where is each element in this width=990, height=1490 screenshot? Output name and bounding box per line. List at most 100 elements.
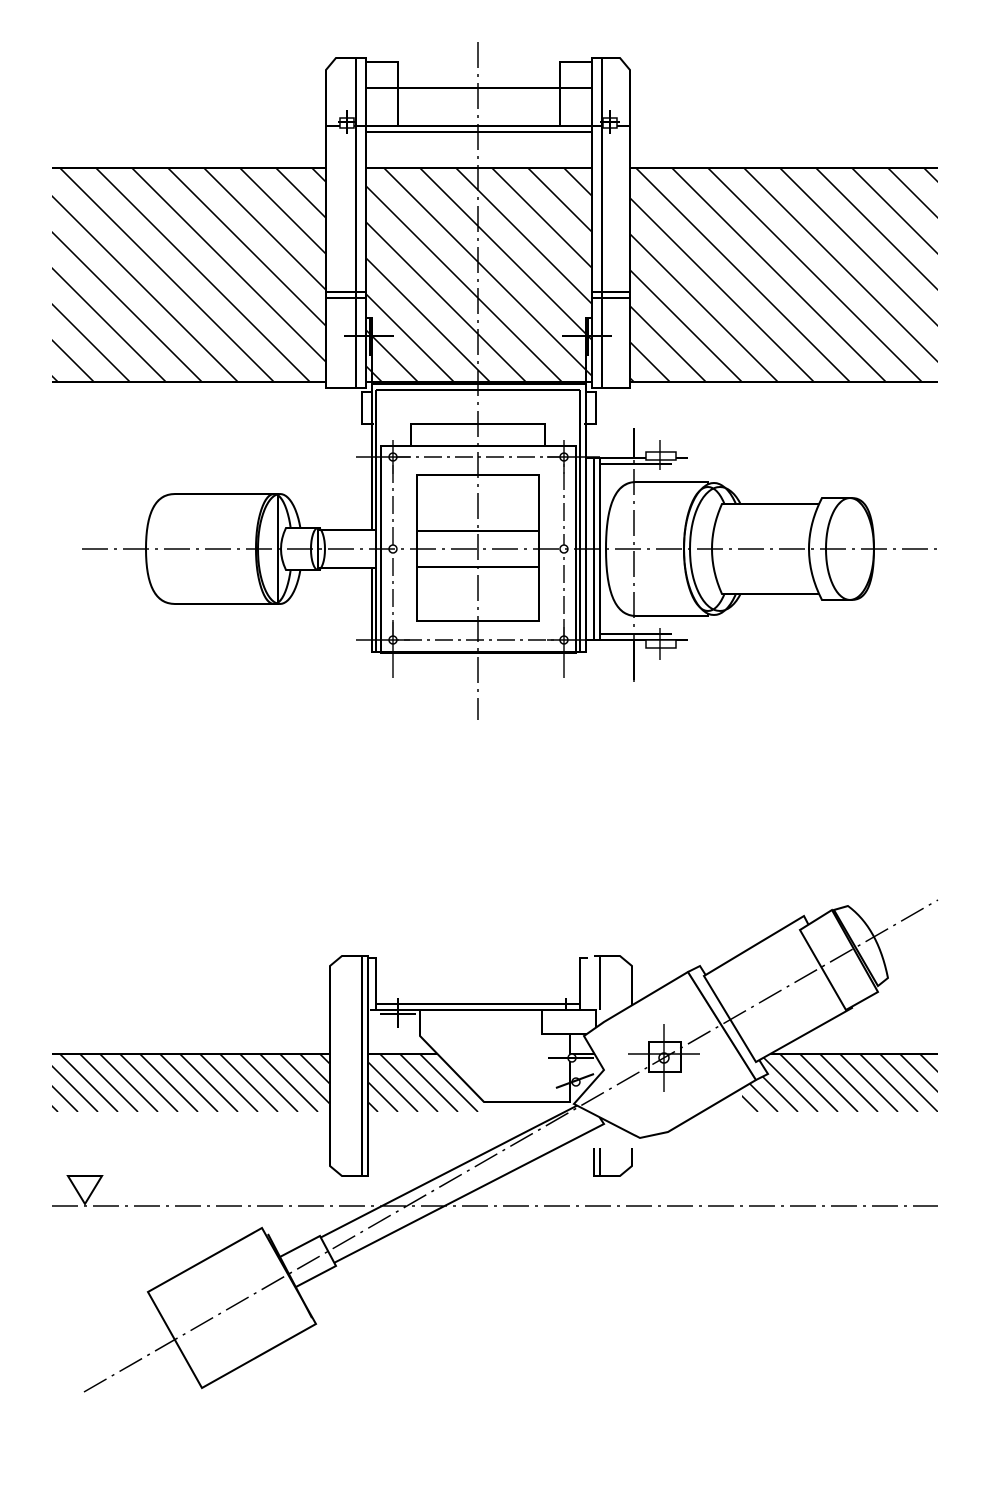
hatch-line [259, 1054, 319, 1112]
hatch-line [779, 168, 938, 328]
hatch-line [52, 194, 239, 382]
hatch-line [630, 304, 707, 382]
hatch-line [131, 168, 328, 366]
hatch-line [366, 220, 527, 382]
hatch-line [879, 1054, 938, 1112]
hatch-line [368, 1060, 419, 1112]
right-actuator [585, 428, 876, 680]
hatch-line [960, 168, 990, 382]
hatch-line [816, 168, 990, 382]
hatch-line [819, 1054, 879, 1112]
hatch-line [960, 1054, 990, 1112]
hatch-line [630, 268, 743, 382]
hatch-line [816, 168, 990, 382]
flange-bolts [356, 440, 600, 678]
hatch-line [960, 1054, 990, 1112]
hatch-line [0, 1054, 18, 1112]
hatch-line [0, 168, 94, 382]
hatch-line [0, 168, 22, 382]
hatch-line [635, 168, 851, 382]
hatch-line [851, 168, 938, 256]
hatch-line [980, 1054, 990, 1112]
anchor-marks [344, 318, 612, 356]
hatch-line [99, 1054, 159, 1112]
inclined-centreline [83, 899, 939, 1393]
right-bracket [559, 57, 631, 425]
right-vertical-flange [579, 955, 633, 1177]
hatch-line [59, 1054, 119, 1112]
hatch-line [899, 1054, 938, 1094]
hatch-line [239, 168, 328, 258]
hatch-line [888, 168, 990, 382]
hatch-line [491, 168, 592, 270]
hatch-line [0, 168, 22, 382]
hatch-line [279, 1054, 330, 1106]
hatch-line [0, 168, 130, 382]
hatch-line [815, 168, 938, 292]
hatch-line [79, 1054, 139, 1112]
hatch-line [0, 1054, 38, 1112]
hatch-line [366, 256, 491, 382]
hatch-line [779, 1054, 839, 1112]
hatch-line [759, 1054, 819, 1112]
left-vertical-flange [329, 955, 377, 1177]
hatch-line [275, 168, 328, 222]
hatch-line [366, 184, 563, 382]
crossbar [366, 87, 592, 133]
hatch-line [0, 1054, 58, 1112]
hatch-line [366, 328, 419, 382]
hatch-line [743, 168, 938, 364]
hatch-line [799, 1054, 859, 1112]
hatch-line [0, 1054, 18, 1112]
hatch-line [940, 1054, 990, 1112]
hatch-line [239, 1054, 299, 1112]
hatch-line [924, 168, 990, 382]
hatch-line [419, 168, 592, 342]
angled-actuator [572, 904, 890, 1140]
top-centrelines [82, 42, 938, 720]
wall-section-top [0, 167, 990, 383]
hatch-line [399, 1054, 459, 1112]
hatch-line [0, 168, 202, 382]
hatch-line [960, 1054, 990, 1112]
water-level-triangle-icon [66, 1175, 104, 1206]
hatch-line [379, 1054, 439, 1112]
hatch-line [960, 168, 990, 382]
hatch-line [199, 1054, 259, 1112]
hatch-line [419, 1054, 479, 1112]
water-level [52, 1175, 938, 1207]
hatch-line [52, 302, 131, 382]
hatch-line [0, 168, 202, 382]
hatch-line [366, 292, 455, 382]
hatch-line [52, 1104, 59, 1112]
hatch-line [52, 1084, 79, 1112]
hatch-line [0, 168, 58, 382]
hatch-line [0, 168, 22, 382]
hatch-line [707, 168, 923, 382]
hatch-line [0, 1054, 18, 1112]
side-section-view [0, 899, 990, 1393]
hatch-line [203, 168, 328, 294]
hatch-line [95, 168, 311, 382]
hatch-line [940, 1054, 990, 1112]
bottom-housing [419, 1009, 597, 1103]
bracket-bolts [338, 110, 620, 134]
hatch-line [52, 374, 59, 382]
hatch-line [0, 1054, 38, 1112]
hatch-line [919, 1054, 938, 1074]
hatch-line [940, 1054, 990, 1112]
hatch-line [0, 1054, 38, 1112]
hatch-line [52, 338, 95, 382]
hatch-line [630, 196, 815, 382]
hatch-line [159, 1054, 219, 1112]
hatch-line [167, 168, 328, 330]
hatch-line [859, 1054, 919, 1112]
hatch-line [0, 168, 166, 382]
hatch-line [179, 1054, 239, 1112]
hatch-line [0, 1054, 58, 1112]
hatch-line [52, 1064, 99, 1112]
hatch-line [52, 266, 167, 382]
hatch-line [139, 1054, 199, 1112]
hatch-line [887, 168, 938, 220]
